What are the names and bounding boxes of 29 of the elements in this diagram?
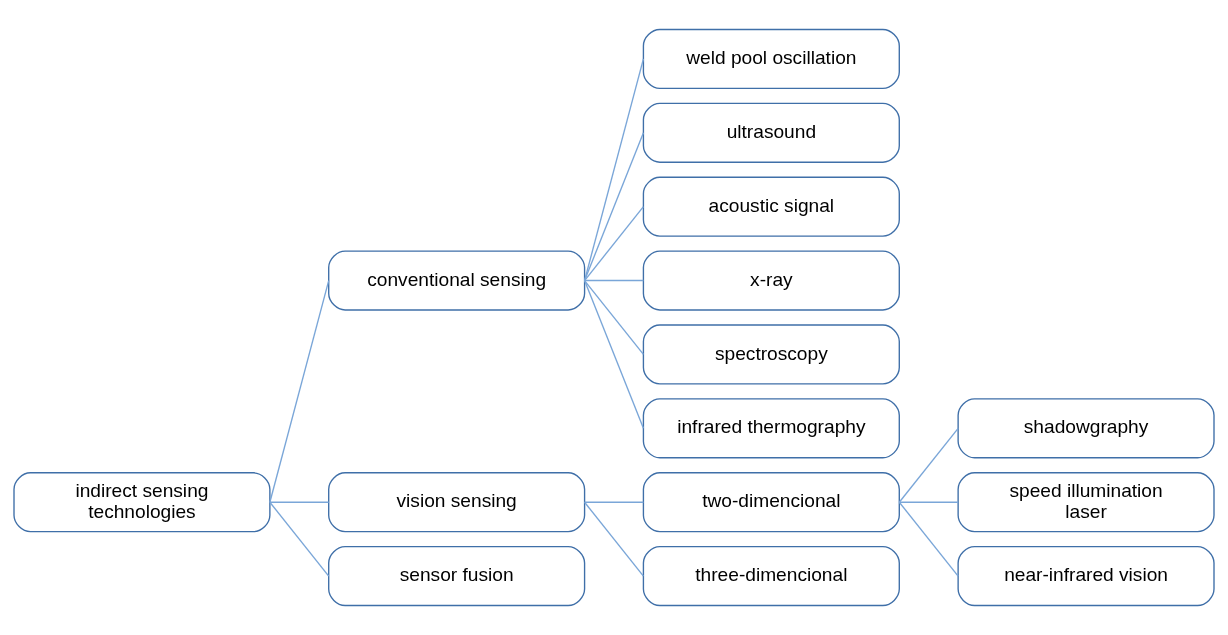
connector xyxy=(898,501,959,503)
node-box: three-dimencional xyxy=(642,546,900,607)
connector xyxy=(269,279,330,503)
node-box: two-dimencional xyxy=(642,472,900,533)
node-box: conventional sensing xyxy=(328,250,586,311)
node-box: acoustic signal xyxy=(642,176,900,237)
connector xyxy=(583,501,645,503)
connector xyxy=(898,501,959,577)
connector xyxy=(583,279,645,429)
connector xyxy=(898,427,959,503)
node-box: sensor fusion xyxy=(328,546,586,607)
connector xyxy=(583,279,645,282)
connector xyxy=(583,132,645,282)
connector xyxy=(583,279,645,356)
connector xyxy=(269,501,330,577)
node-box: indirect sensing technologies xyxy=(13,472,271,533)
connector xyxy=(583,58,645,282)
node-box: x-ray xyxy=(642,250,900,311)
node-box: speed illumination laser xyxy=(957,472,1215,533)
node-box: near-infrared vision xyxy=(957,546,1215,607)
node-box: spectroscopy xyxy=(642,324,900,385)
node-box: weld pool oscillation xyxy=(642,28,900,89)
node-box: ultrasound xyxy=(642,102,900,163)
node-box: vision sensing xyxy=(328,472,586,533)
connector xyxy=(269,501,330,503)
node-box: infrared thermography xyxy=(642,398,900,459)
node-box: shadowgraphy xyxy=(957,398,1215,459)
connector xyxy=(583,206,645,282)
connector xyxy=(583,501,645,577)
